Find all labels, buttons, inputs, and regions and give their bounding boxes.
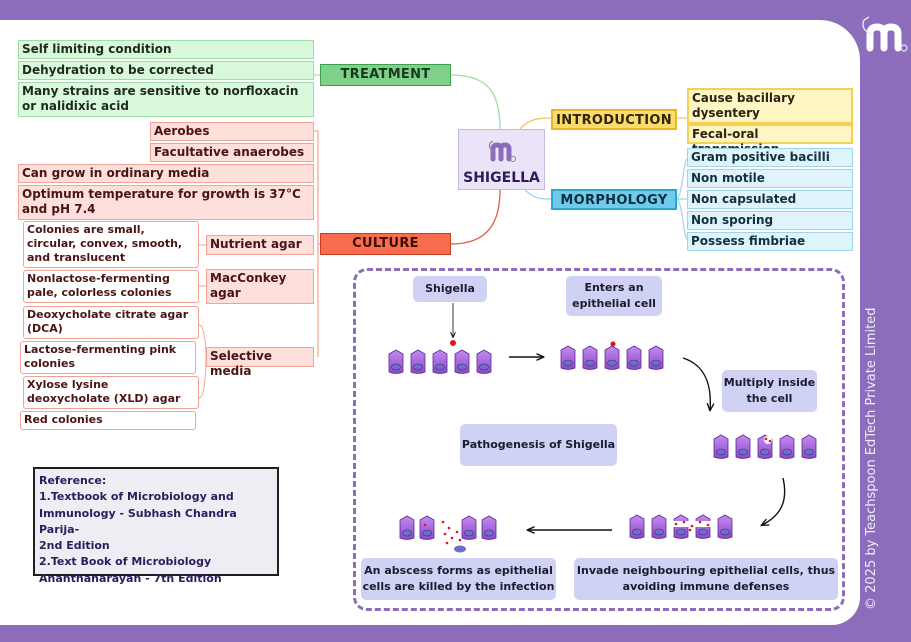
- reference-line: 2.Text Book of Microbiology: [39, 555, 212, 569]
- reference-line: 2nd Edition: [39, 539, 110, 553]
- morphology-connector: [524, 189, 553, 200]
- cell-row-1: [388, 349, 492, 374]
- culture-item: Aerobes: [150, 122, 314, 141]
- treatment-item: Many strains are sensitive to norfloxaci…: [18, 82, 314, 117]
- treatment-header[interactable]: TREATMENT: [320, 64, 451, 86]
- step-label-multiply: Multiply inside the cell: [722, 370, 817, 412]
- pathogenesis-title: Pathogenesis of Shigella: [460, 424, 617, 466]
- morphology-item: Non motile: [687, 169, 853, 188]
- media-detail: Lactose-fermenting pink colonies: [20, 341, 196, 374]
- bacterium-entering: [610, 341, 616, 347]
- media-macconkey-agar: MacConkey agar: [206, 269, 314, 304]
- morph-items-connector: [675, 157, 689, 241]
- step-label-shigella: Shigella: [413, 276, 487, 302]
- treatment-item: Dehydration to be corrected: [18, 61, 314, 80]
- morphology-header[interactable]: MORPHOLOGY: [551, 189, 677, 210]
- morphology-item: Non capsulated: [687, 190, 853, 209]
- medisync-logo-icon: [488, 140, 516, 162]
- media-detail: Xylose lysine deoxycholate (XLD) agar: [23, 376, 199, 409]
- culture-item: Optimum temperature for growth is 37°C a…: [18, 185, 314, 220]
- dead-cell-nucleus: [454, 545, 466, 553]
- abscess-debris: [423, 520, 462, 545]
- media-detail: Colonies are small, circular, convex, sm…: [23, 221, 199, 268]
- culture-items-connector: [314, 130, 320, 357]
- step-label-enters: Enters an epithelial cell: [566, 276, 662, 316]
- bacterium-dot: [450, 340, 456, 346]
- media-detail: Deoxycholate citrate agar (DCA): [23, 306, 199, 339]
- media-nutrient-agar: Nutrient agar: [206, 235, 314, 255]
- introduction-header[interactable]: INTRODUCTION: [551, 109, 677, 130]
- copyright-text: © 2025 by Teachspoon EdTech Private Limi…: [864, 307, 879, 610]
- culture-header[interactable]: CULTURE: [320, 233, 451, 255]
- medisync-logo: [862, 16, 908, 52]
- arrow-step2-to-step3: [682, 357, 710, 410]
- morphology-item: Non sporing: [687, 211, 853, 230]
- reference-line: Ananthanarayan - 7th Edition: [39, 571, 222, 585]
- culture-connector: [450, 189, 501, 245]
- reference-line: Immunology - Subhash Chandra Parija-: [39, 506, 237, 536]
- pathogenesis-panel: [353, 268, 845, 611]
- media-detail: Nonlactose-fermenting pale, colorless co…: [23, 270, 199, 303]
- arrow-step3-to-step4: [762, 477, 786, 525]
- culture-item: Can grow in ordinary media: [18, 164, 314, 183]
- central-topic-title: SHIGELLA: [463, 170, 540, 186]
- reference-box: Reference: 1.Textbook of Microbiology an…: [33, 467, 279, 585]
- cell-row-2: [560, 345, 664, 370]
- culture-item: Facultative anaerobes: [150, 143, 314, 162]
- treatment-connector: [450, 74, 501, 130]
- treatment-item: Self limiting condition: [18, 40, 314, 59]
- media-connector: [198, 244, 207, 399]
- introduction-connector: [519, 117, 553, 130]
- morphology-item: Gram positive bacilli: [687, 148, 853, 167]
- media-selective-media: Selective media: [206, 347, 314, 378]
- morphology-item: Possess fimbriae: [687, 232, 853, 251]
- introduction-item: Cause bacillary dysentery: [687, 88, 853, 124]
- media-detail: Red colonies: [20, 411, 196, 430]
- reference-heading: Reference:: [39, 474, 107, 487]
- central-topic[interactable]: SHIGELLA: [458, 129, 545, 190]
- reference-line: 1.Textbook of Microbiology and: [39, 490, 234, 504]
- step-label-abscess: An abscess forms as epithelial cells are…: [361, 558, 556, 600]
- step-label-invade: Invade neighbouring epithelial cells, th…: [574, 558, 838, 600]
